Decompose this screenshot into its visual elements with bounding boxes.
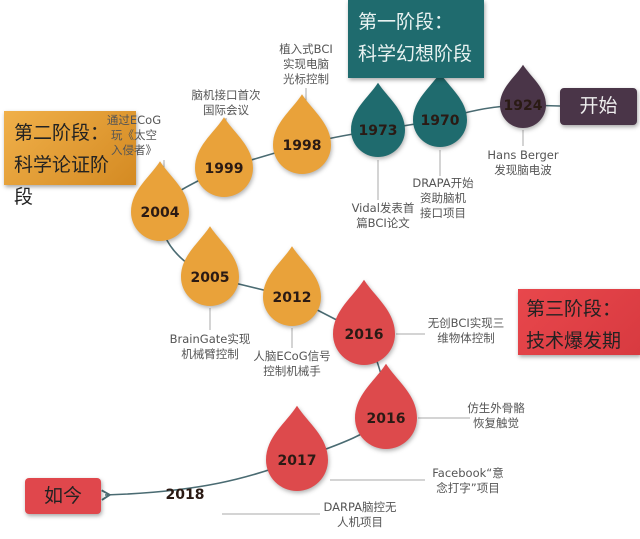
milestone-description: DRAPA开始资助脑机接口项目 (388, 176, 498, 221)
milestone-year: 2012 (273, 290, 312, 306)
stage2-title: 第二阶段： (14, 122, 110, 144)
description-line: 机械臂控制 (181, 347, 239, 361)
description-line: 入侵者》 (111, 143, 157, 157)
description-line: 维物体控制 (437, 331, 495, 345)
milestone-year: 2017 (278, 453, 317, 469)
drop-shape (333, 279, 395, 365)
milestone-year: 1998 (283, 138, 322, 154)
now-label: 如今 (43, 485, 82, 507)
stage1-box: 第一阶段： 科学幻想阶段 (348, 0, 484, 78)
stage1-subtitle: 科学幻想阶段 (358, 43, 473, 65)
drop-shape (131, 161, 189, 241)
start-label: 开始 (579, 95, 618, 117)
drop-shape (195, 117, 253, 197)
description-line: 脑机接口首次 (191, 88, 261, 102)
milestone-drop-1973: 1973 (351, 82, 405, 157)
description-line: 光标控制 (283, 72, 329, 86)
milestone-description: 人脑ECoG信号控制机械手 (237, 349, 347, 379)
milestone-description: DARPA脑控无人机项目 (305, 500, 415, 530)
start-box: 开始 (560, 88, 637, 125)
drop-shape (413, 72, 467, 147)
drop-shape (351, 82, 405, 157)
milestone-drop-1999: 1999 (195, 117, 253, 197)
description-line: 实现电脑 (283, 57, 329, 71)
milestone-year: 1973 (359, 123, 398, 139)
description-line: 接口项目 (420, 206, 466, 220)
stage3-subtitle: 技术爆发期 (526, 330, 622, 352)
milestone-description: Facebook“意念打字”项目 (413, 466, 523, 496)
milestone-drop-1924: 1924 (500, 64, 546, 128)
milestone-year: 2018 (166, 487, 205, 503)
milestone-year: 2005 (191, 270, 230, 286)
milestone-drop-2016: 2016 (333, 279, 395, 365)
drop-shape (273, 94, 331, 174)
now-box: 如今 (25, 478, 101, 514)
drop-shape (355, 363, 417, 449)
description-line: Facebook“意 (432, 466, 504, 480)
milestone-drop-2018: 2018 (166, 487, 205, 503)
description-line: 通过ECoG (106, 113, 162, 127)
description-line: 篇BCI论文 (356, 216, 410, 230)
description-line: BrainGate实现 (169, 332, 251, 346)
stage1-title: 第一阶段： (358, 11, 454, 33)
description-line: 人机项目 (337, 515, 383, 529)
description-line: 念打字”项目 (436, 481, 500, 495)
milestone-drop-2017: 2017 (266, 405, 328, 491)
milestone-drop-2012: 2012 (263, 246, 321, 326)
milestone-year: 1970 (421, 113, 460, 129)
milestone-year: 1924 (504, 98, 543, 114)
description-line: Hans Berger (487, 148, 559, 162)
stage2-subtitle: 科学论证阶段 (14, 154, 110, 208)
milestone-description: Vidal发表首篇BCI论文 (328, 201, 438, 231)
milestone-description: 无创BCI实现三维物体控制 (411, 316, 521, 346)
milestone-description: BrainGate实现机械臂控制 (155, 332, 265, 362)
milestone-drop-1998: 1998 (273, 94, 331, 174)
description-line: 控制机械手 (263, 364, 321, 378)
description-line: 国际会议 (203, 103, 249, 117)
milestone-year: 2004 (141, 205, 180, 221)
stage2-box: 第二阶段： 科学论证阶段 (4, 111, 136, 208)
description-line: 发现脑电波 (494, 163, 552, 177)
description-line: 人脑ECoG信号 (253, 349, 331, 363)
milestone-description: 仿生外骨骼恢复触觉 (441, 401, 551, 431)
milestone-year: 1999 (205, 161, 244, 177)
description-line: 资助脑机 (420, 191, 466, 205)
description-line: 恢复触觉 (473, 416, 519, 430)
milestone-drop-1970: 1970 (413, 72, 467, 147)
description-line: 玩《太空 (111, 128, 157, 142)
description-line: DRAPA开始 (412, 176, 474, 190)
milestone-drop-2016: 2016 (355, 363, 417, 449)
drop-shape (181, 226, 239, 306)
milestone-year: 2016 (367, 411, 406, 427)
stage3-title: 第三阶段： (526, 298, 622, 320)
milestone-drop-2004: 2004 (131, 161, 189, 241)
milestone-year: 2016 (345, 327, 384, 343)
description-line: Vidal发表首 (351, 201, 415, 215)
milestone-drop-2005: 2005 (181, 226, 239, 306)
description-line: DARPA脑控无 (323, 500, 397, 514)
milestone-description: 脑机接口首次国际会议 (171, 88, 281, 118)
description-line: 仿生外骨骼 (467, 401, 525, 415)
drop-shape (500, 64, 546, 128)
drop-shape (266, 405, 328, 491)
drop-shape (263, 246, 321, 326)
stage3-box: 第三阶段： 技术爆发期 (518, 289, 640, 355)
description-line: 植入式BCI (279, 42, 333, 56)
description-line: 无创BCI实现三 (427, 316, 505, 330)
